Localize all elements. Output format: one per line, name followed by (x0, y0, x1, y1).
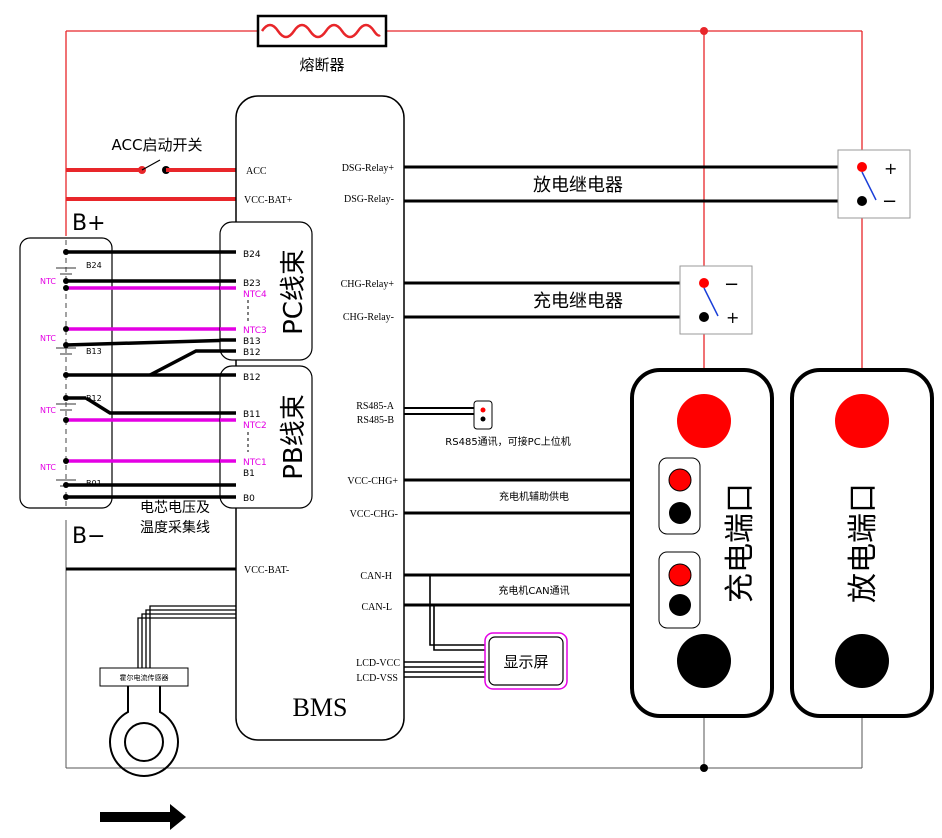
fuse-label: 熔断器 (299, 56, 344, 74)
battery-pack: B+ B− B24 B13 B12 B01 NTC NTC NTC NTC 电芯… (19, 211, 210, 549)
harness-pin: B13 (243, 337, 261, 347)
bms-pin-can-h: CAN-H (360, 571, 392, 582)
harness-pin: B11 (243, 410, 261, 420)
bms-pin-rs485-a: RS485-A (356, 401, 395, 412)
bms-right-pins: DSG-Relay+ DSG-Relay- CHG-Relay+ CHG-Rel… (341, 163, 401, 684)
display: 显示屏 (484, 632, 568, 690)
harness-pin: B12 (243, 348, 261, 358)
bms-left-pins: ACC VCC-BAT+ VCC-BAT- (66, 166, 293, 576)
acc-switch: ACC启动开关 (66, 136, 236, 174)
dsg-relay-plus: + (884, 159, 897, 178)
ntc-tag: NTC (40, 406, 56, 415)
ntc-wires (66, 286, 236, 463)
bms-pin-dsg-relay-minus: DSG-Relay- (344, 194, 394, 205)
sense-caption-line1: 电芯电压及 (140, 500, 210, 516)
ntc-tag: NTC (40, 463, 56, 472)
chg-relay-minus: − (724, 274, 739, 295)
charger-can-label: 充电机CAN通讯 (498, 584, 569, 597)
current-direction-arrow-icon (100, 804, 186, 830)
charger-aux-label: 充电机辅助供电 (499, 490, 569, 503)
ntc-junction-dots (63, 249, 69, 500)
cell-tag: B12 (86, 394, 102, 403)
discharge-port-label: 放电端口 (846, 483, 881, 603)
chg-relay: − + 充电继电器 (533, 265, 753, 335)
bms-pin-vcc-chg-minus: VCC-CHG- (350, 509, 398, 520)
dsg-relay: + − 放电继电器 (533, 149, 911, 219)
bms-pin-dsg-relay-plus: DSG-Relay+ (342, 163, 395, 174)
dsg-relay-label: 放电继电器 (533, 175, 623, 196)
harness-pin: B24 (243, 250, 261, 260)
ntc-tag: NTC (40, 334, 56, 343)
chg-relay-plus: + (726, 308, 739, 327)
bms-pin-vcc-bat-plus: VCC-BAT+ (244, 195, 293, 206)
hall-sensor: 霍尔电流传感器 (99, 605, 236, 830)
harness-pc: B24 B23 NTC4 NTC3 B13 B12 PC线束 (219, 221, 313, 361)
harness-pin: NTC3 (243, 326, 267, 336)
ntc-tag: NTC (40, 277, 56, 286)
cell-tag: B24 (86, 261, 102, 270)
chg-relay-label: 充电继电器 (533, 291, 623, 312)
bms-pin-rs485-b: RS485-B (357, 415, 395, 426)
bms-pin-chg-relay-plus: CHG-Relay+ (341, 279, 395, 290)
bms-pin-can-l: CAN-L (361, 602, 392, 613)
battery-minus-label: B− (72, 524, 106, 549)
bms-pin-chg-relay-minus: CHG-Relay- (343, 312, 394, 323)
harness-pin: NTC1 (243, 458, 267, 468)
negative-return-wires (65, 520, 863, 769)
bms-pin-acc: ACC (246, 166, 267, 177)
junction-dot (700, 27, 708, 35)
acc-switch-label: ACC启动开关 (112, 136, 203, 154)
display-label: 显示屏 (503, 653, 548, 671)
harness-pin: B23 (243, 279, 261, 289)
harness-pin: NTC4 (243, 290, 267, 300)
bms-pin-lcd-vcc: LCD-VCC (356, 658, 400, 669)
bms-pin-vcc-chg-plus: VCC-CHG+ (347, 476, 398, 487)
dsg-relay-minus: − (882, 191, 897, 212)
fuse: 熔断器 (256, 14, 388, 74)
junction-dot (700, 764, 708, 772)
harness-pb-label: PB线束 (279, 394, 309, 480)
hall-sensor-label: 霍尔电流传感器 (120, 673, 169, 682)
cell-tag: B13 (86, 347, 102, 356)
sense-caption-line2: 温度采集线 (140, 519, 210, 536)
bms-name: BMS (293, 693, 348, 722)
harness-pin: B12 (243, 373, 261, 383)
harness-pc-label: PC线束 (279, 249, 309, 335)
charge-port: 充电端口 (630, 368, 774, 718)
harness-pin: B1 (243, 469, 255, 479)
harness-pin: NTC2 (243, 421, 267, 431)
battery-plus-label: B+ (72, 211, 106, 236)
harness-pb: B12 B11 NTC2 NTC1 B1 B0 PB线束 (219, 365, 313, 509)
rs485-label: RS485通讯，可接PC上位机 (445, 435, 570, 448)
bms-pin-lcd-vss: LCD-VSS (356, 673, 398, 684)
harness-pin: B0 (243, 494, 255, 504)
charge-port-label: 充电端口 (723, 483, 758, 603)
rs485-wires (404, 407, 482, 415)
bms-pin-vcc-bat-minus: VCC-BAT- (244, 565, 289, 576)
display-wires (404, 575, 488, 678)
rs485-connector: RS485通讯，可接PC上位机 (445, 400, 571, 448)
discharge-port: 放电端口 (790, 368, 934, 718)
